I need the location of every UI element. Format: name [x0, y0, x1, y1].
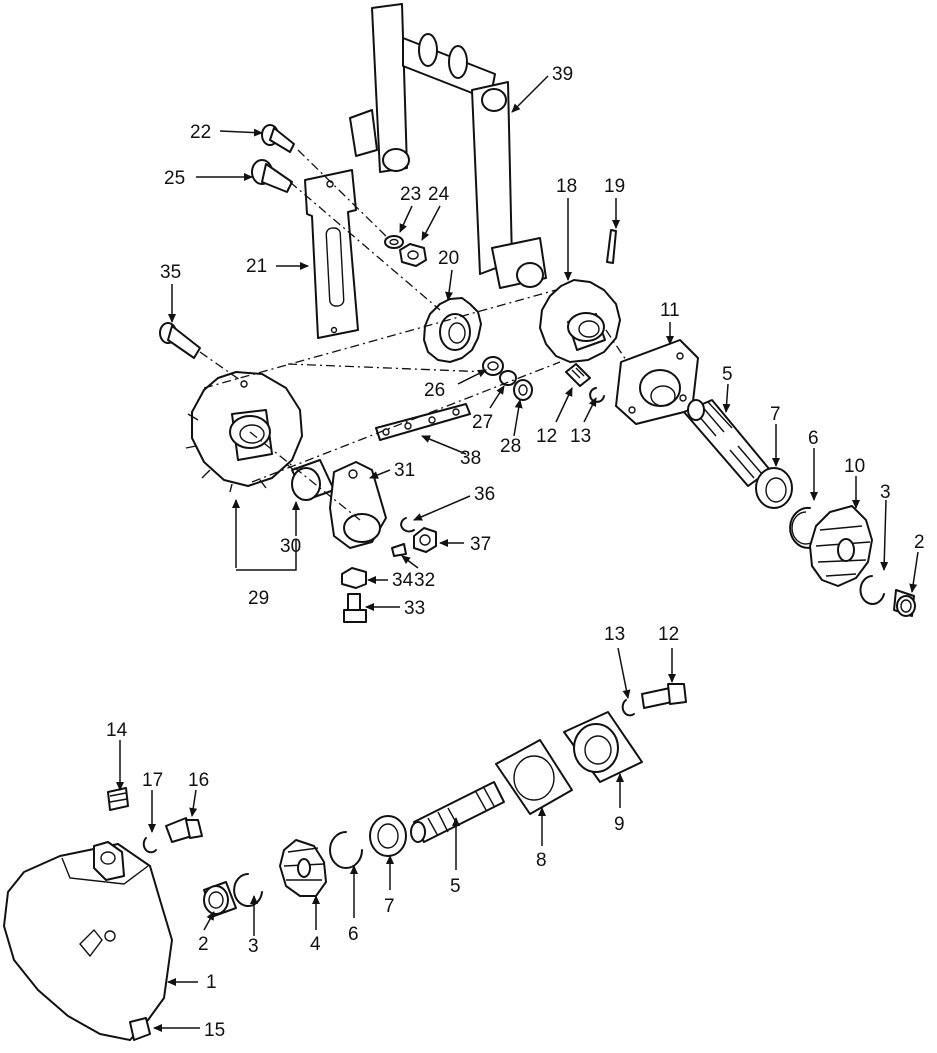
callout-32: 32 [414, 570, 435, 591]
arm-31 [329, 461, 387, 549]
callout-33: 33 [404, 598, 425, 619]
callout-13-top: 13 [570, 426, 591, 447]
callout-8: 8 [536, 850, 547, 871]
callout-6-top: 6 [808, 428, 819, 449]
callout-5-bot: 5 [450, 876, 461, 897]
callout-35: 35 [160, 262, 181, 283]
washer-27 [499, 370, 517, 386]
needle-bearing-2-upper [893, 589, 916, 617]
callout-3-top: 3 [880, 482, 891, 503]
splined-shaft-5-lower [410, 781, 505, 843]
callout-15: 15 [204, 1020, 225, 1041]
bearing-7-lower [369, 815, 407, 857]
bearing-7-upper [755, 467, 793, 509]
callout-2-top: 2 [914, 532, 925, 553]
callout-14: 14 [106, 720, 128, 741]
callout-3-bot: 3 [248, 936, 259, 957]
callout-29: 29 [248, 588, 269, 609]
chain-38 [375, 403, 471, 441]
callout-25: 25 [164, 168, 185, 189]
sprocket-18 [539, 279, 621, 363]
callout-24: 24 [428, 184, 450, 205]
callout-11: 11 [660, 300, 680, 321]
bolt-35 [159, 322, 201, 359]
callout-12-bot: 12 [658, 624, 679, 645]
callout-19: 19 [604, 176, 625, 197]
bearing-housing-9 [563, 711, 643, 783]
bolt-22 [261, 124, 295, 153]
callout-6-bot: 6 [348, 924, 359, 945]
lock-washer-13-upper [589, 387, 605, 403]
sprocket-29 [185, 371, 303, 493]
bevel-gear-4 [279, 839, 327, 897]
needle-bearing-2-lower [203, 881, 237, 917]
callout-22: 22 [190, 122, 211, 143]
pin-19 [606, 229, 617, 264]
callout-4: 4 [310, 934, 321, 955]
bolt-25 [251, 159, 293, 193]
plug-14 [107, 787, 129, 811]
snap-ring-6-lower [329, 831, 363, 869]
callout-labels: 22 25 21 23 24 20 39 18 19 11 5 7 6 10 3… [106, 64, 925, 1041]
nut-37 [413, 527, 437, 553]
bevel-gear-10 [809, 505, 873, 587]
snap-ring-3-lower [233, 873, 263, 907]
callout-30: 30 [280, 536, 301, 557]
callout-12-top: 12 [536, 426, 557, 447]
splined-shaft-5-upper [683, 399, 771, 487]
callout-10: 10 [844, 456, 865, 477]
callout-37: 37 [470, 534, 491, 555]
bearing-housing-11 [615, 339, 699, 425]
washer-17 [142, 837, 157, 854]
callout-28: 28 [500, 436, 521, 457]
bolt-12-upper [565, 363, 591, 387]
leader-lines [116, 75, 919, 1032]
bolt-12-lower [641, 683, 687, 709]
bracket-21 [304, 169, 359, 339]
nut-24 [399, 243, 427, 267]
callout-20: 20 [438, 248, 459, 269]
plug-15 [129, 1017, 151, 1041]
sprocket-20 [423, 297, 482, 363]
callout-38: 38 [460, 448, 481, 469]
bearing-28 [513, 379, 533, 401]
bushing-26 [482, 356, 504, 376]
lift-arm-assembly [349, 3, 547, 289]
callout-13-bot: 13 [604, 624, 625, 645]
callout-7-bot: 7 [384, 896, 395, 917]
callout-23: 23 [400, 184, 421, 205]
callout-16: 16 [188, 770, 209, 791]
bolt-33 [343, 593, 367, 623]
bolt-16 [165, 817, 203, 843]
callout-27: 27 [472, 412, 493, 433]
washer-36 [400, 517, 415, 533]
callout-18: 18 [556, 176, 577, 197]
callout-17: 17 [142, 770, 163, 791]
lock-washer-13-lower [621, 699, 635, 717]
callout-31: 31 [394, 460, 415, 481]
callout-21: 21 [246, 256, 267, 277]
callout-7-top: 7 [770, 404, 781, 425]
nut-34 [341, 567, 367, 589]
callout-2-bot: 2 [198, 934, 209, 955]
callout-26: 26 [424, 380, 445, 401]
gasket-8 [495, 739, 573, 815]
callout-34: 34 [392, 570, 414, 591]
gearbox-housing-1 [3, 841, 173, 1041]
callout-5-top: 5 [722, 364, 733, 385]
snap-ring-3-upper [859, 575, 885, 605]
lock-washer-23 [384, 235, 404, 249]
callout-9: 9 [614, 814, 625, 835]
key-32 [391, 543, 407, 557]
callout-39: 39 [552, 64, 573, 85]
callout-36: 36 [474, 484, 495, 505]
callout-1: 1 [206, 972, 217, 993]
